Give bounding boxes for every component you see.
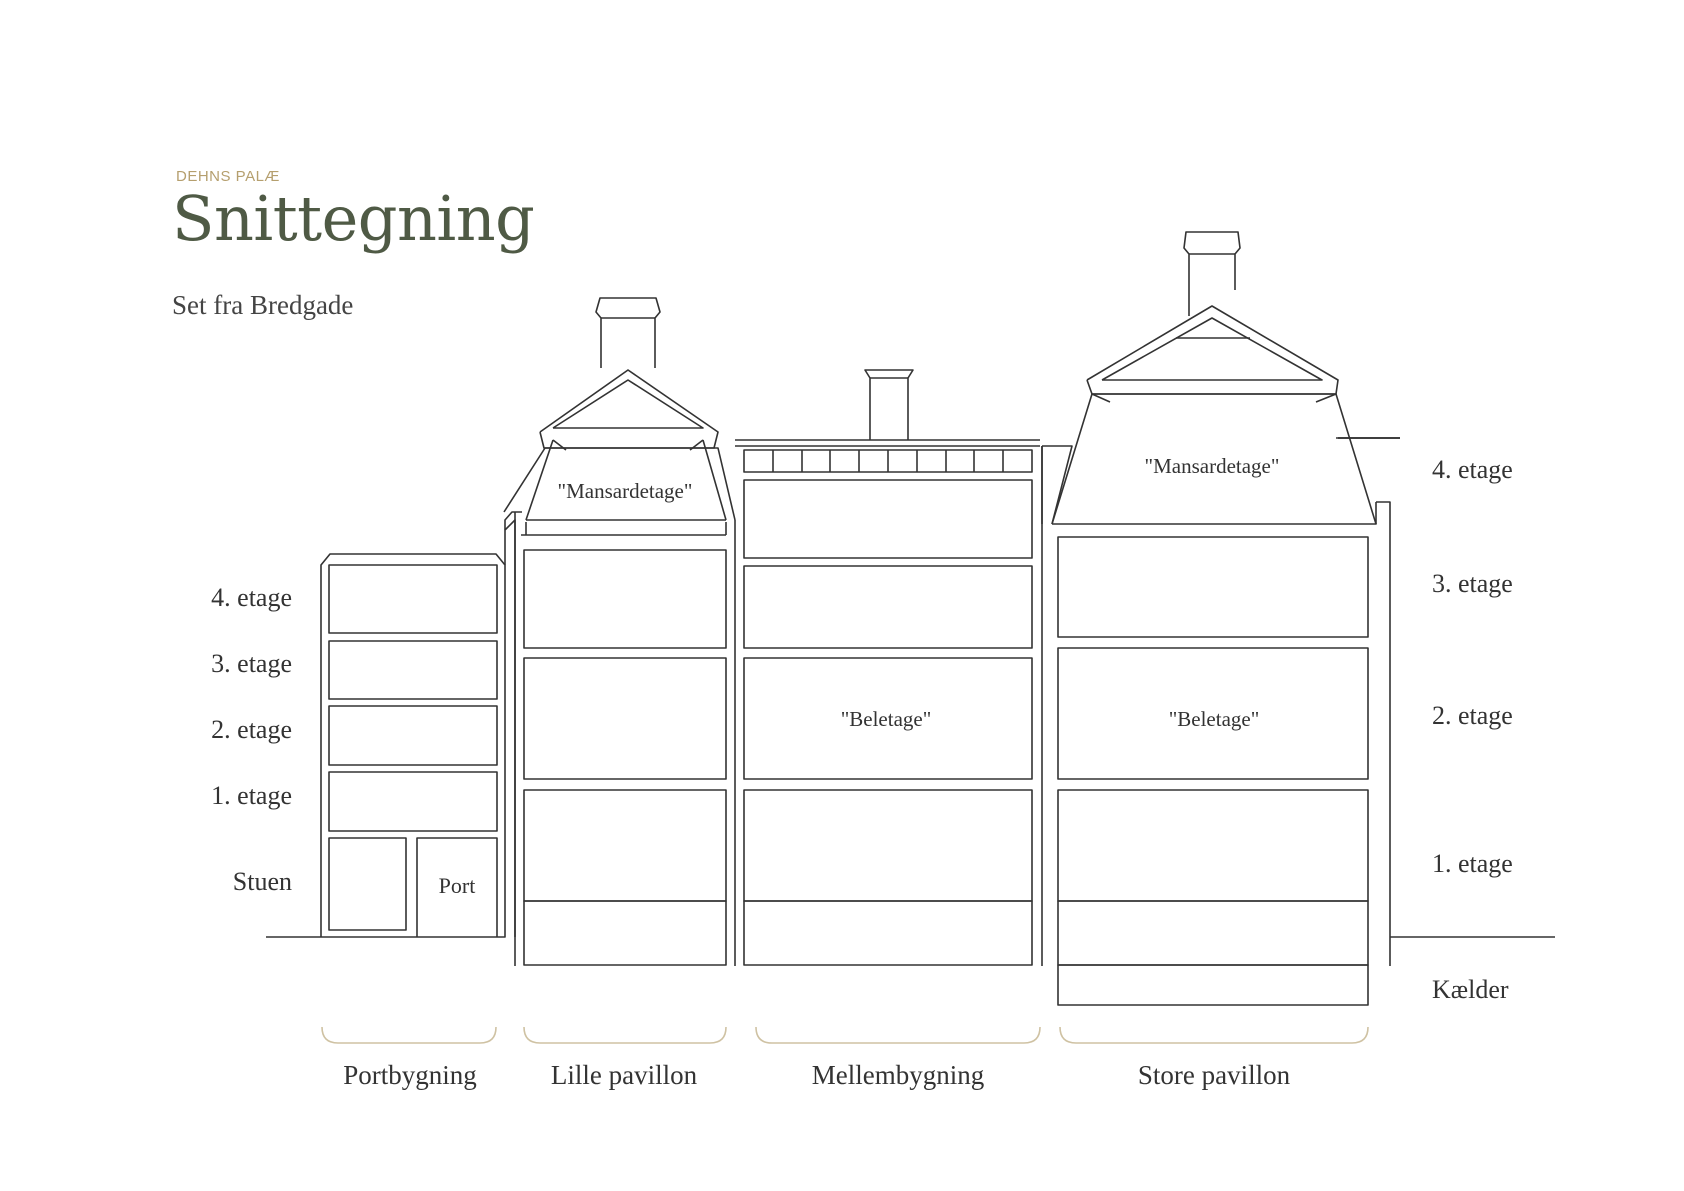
building-brackets: [321, 1026, 1369, 1044]
page-subtitle: Set fra Bredgade: [172, 290, 354, 320]
level-right-basement: Kælder: [1432, 975, 1509, 1004]
level-right-1: 1. etage: [1432, 849, 1513, 878]
store-pavillon-section: [1041, 231, 1400, 1006]
room-label-beletage-large: "Beletage": [1169, 707, 1260, 731]
room-label-beletage-middle: "Beletage": [841, 707, 932, 731]
lille-pavillon-section: [503, 297, 736, 966]
level-left-ground: Stuen: [233, 867, 292, 896]
building-label-lille-pavillon: Lille pavillon: [551, 1060, 698, 1090]
building-label-portbygning: Portbygning: [343, 1060, 477, 1090]
level-left-4: 4. etage: [211, 583, 292, 612]
room-label-mansard-large: "Mansardetage": [1145, 454, 1280, 478]
building-label-mellembygning: Mellembygning: [812, 1060, 984, 1090]
portbygning-section: [320, 511, 522, 938]
level-right-3: 3. etage: [1432, 569, 1513, 598]
building-label-store-pavillon: Store pavillon: [1138, 1060, 1291, 1090]
page-title: Snittegning: [172, 182, 535, 255]
level-left-1: 1. etage: [211, 781, 292, 810]
mellembygning-section: [735, 369, 1043, 966]
room-label-port: Port: [439, 873, 476, 898]
level-right-4: 4. etage: [1432, 455, 1513, 484]
level-left-2: 2. etage: [211, 715, 292, 744]
level-right-2: 2. etage: [1432, 701, 1513, 730]
room-label-mansard-small: "Mansardetage": [558, 479, 693, 503]
level-left-3: 3. etage: [211, 649, 292, 678]
brand-kicker: DEHNS PALÆ: [176, 168, 280, 185]
